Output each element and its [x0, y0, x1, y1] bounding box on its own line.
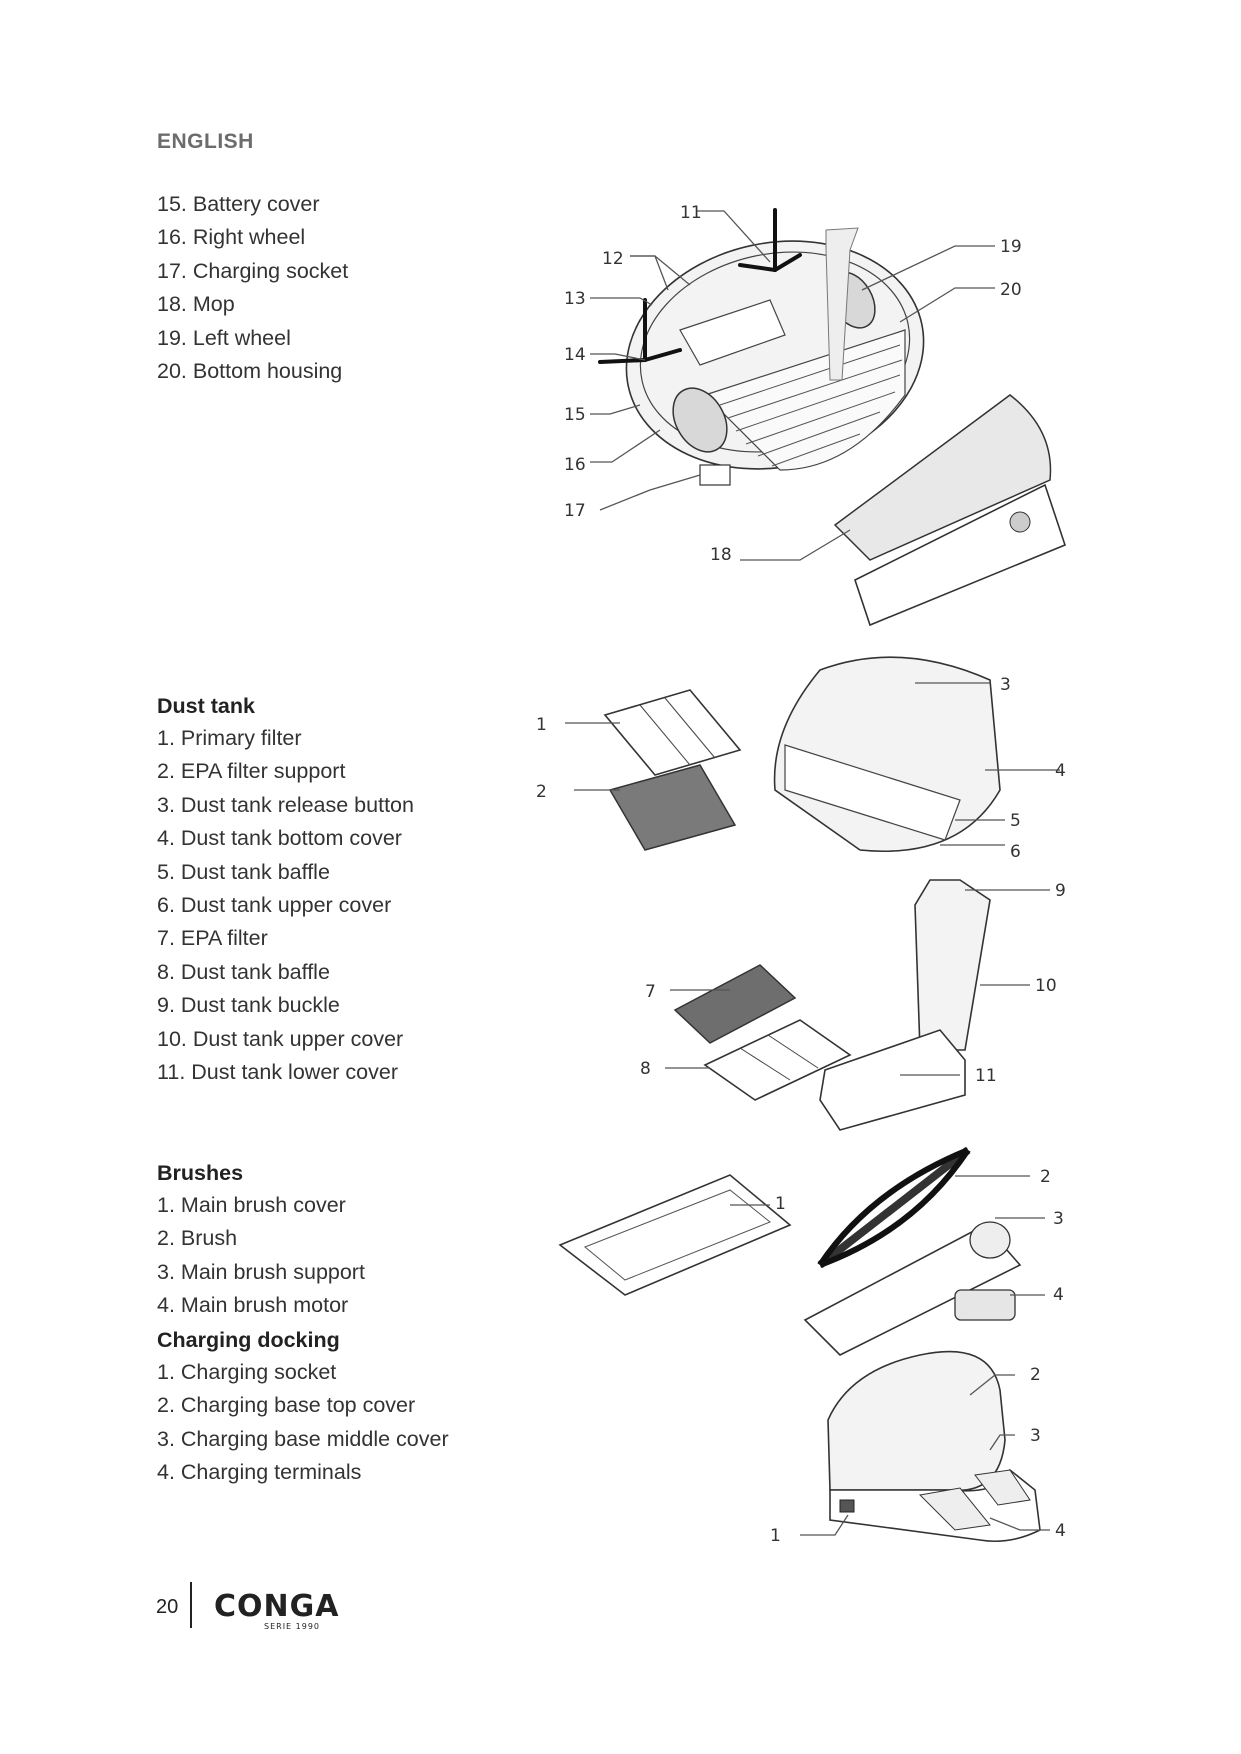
battery-cover-shape [679, 299, 786, 366]
callout-8: 8 [640, 1059, 651, 1079]
list-item: 11. Dust tank lower cover [157, 1059, 398, 1084]
list-item: 9. Dust tank buckle [157, 993, 340, 1018]
callout-2: 2 [536, 782, 547, 802]
callout-1: 1 [775, 1194, 786, 1214]
list-item: 19. Left wheel [157, 325, 291, 350]
list-item: 1. Primary filter [157, 726, 302, 750]
list-item: 4. Charging terminals [157, 1460, 362, 1485]
callout-4: 4 [1055, 761, 1066, 781]
list-item: 2. EPA filter support [157, 759, 346, 784]
callout-3: 3 [1030, 1426, 1041, 1446]
callout-9: 9 [1055, 881, 1066, 901]
page-number: 20 [156, 1596, 179, 1618]
list-item: 2. Brush [157, 1226, 238, 1251]
callout-3: 3 [1053, 1209, 1064, 1229]
upper-cover-shape [914, 879, 991, 1051]
list-item: 4. Main brush motor [157, 1293, 349, 1318]
callout-1: 1 [770, 1526, 781, 1546]
side-brush-shapes [598, 208, 802, 364]
primary-filter-shape [603, 689, 742, 776]
callout-18: 18 [710, 545, 732, 565]
list-item: 6. Dust tank upper cover [157, 892, 392, 917]
list-item: 17. Charging socket [157, 258, 349, 283]
footer-divider [190, 1582, 192, 1628]
robot-parts-list: 15. Battery cover 16. Right wheel 17. Ch… [157, 188, 348, 388]
list-item: 7. EPA filter [157, 926, 268, 951]
list-item: 16. Right wheel [157, 225, 306, 250]
callout-3: 3 [1000, 675, 1011, 695]
brushes-heading: Brushes [157, 1161, 244, 1185]
callout-14: 14 [564, 345, 586, 365]
brush-shape [817, 1146, 971, 1269]
list-item: 15. Battery cover [157, 192, 320, 216]
callout-6: 6 [1010, 842, 1021, 862]
callout-7: 7 [645, 982, 656, 1002]
robot-underside-diagram: 11 12 13 14 15 16 17 18 19 20 [564, 203, 1066, 627]
list-item: 8. Dust tank baffle [157, 959, 330, 984]
dust-tank-heading: Dust tank [157, 694, 255, 718]
charging-docking-list: 1. Charging socket 2. Charging base top … [157, 1356, 449, 1490]
callout-16: 16 [564, 455, 586, 475]
list-item: 20. Bottom housing [157, 358, 343, 383]
list-item: 1. Charging socket [157, 1360, 337, 1384]
list-item: 18. Mop [157, 292, 235, 317]
brushes-diagram: 1 2 3 4 [558, 1146, 1064, 1356]
epa-filter-support-shape [608, 764, 737, 851]
mop-shape [833, 394, 1052, 561]
callout-20: 20 [1000, 280, 1022, 300]
callout-15: 15 [564, 405, 586, 425]
list-item: 3. Charging base middle cover [157, 1426, 449, 1451]
brand-logo-text: CONGA [214, 1589, 339, 1624]
charging-base-top-cover-shape [827, 1350, 1006, 1492]
list-item: 4. Dust tank bottom cover [157, 826, 402, 851]
list-item: 5. Dust tank baffle [157, 859, 330, 884]
dust-tank-diagram: 1 2 3 4 5 6 7 8 9 10 11 [536, 656, 1066, 1131]
callout-19: 19 [1000, 237, 1022, 257]
epa-filter-shape [673, 964, 797, 1044]
brand-sub-text: SERIE 1990 [264, 1622, 320, 1631]
callout-1: 1 [536, 715, 547, 735]
callout-4: 4 [1053, 1285, 1064, 1305]
language-label: ENGLISH [157, 130, 254, 153]
list-item: 3. Main brush support [157, 1259, 365, 1284]
right-wheel-shape [672, 387, 728, 453]
list-item: 10. Dust tank upper cover [157, 1026, 404, 1051]
dust-tank-list: 1. Primary filter 2. EPA filter support … [157, 722, 414, 1089]
dust-area-hatching [703, 329, 906, 471]
list-item: 2. Charging base top cover [157, 1393, 416, 1418]
main-brush-motor-shape [954, 1289, 1016, 1321]
callout-17: 17 [564, 501, 586, 521]
callout-13: 13 [564, 289, 586, 309]
callout-5: 5 [1010, 811, 1021, 831]
conga-logo: CONGA SERIE 1990 [214, 1589, 339, 1631]
list-item: 1. Main brush cover [157, 1193, 346, 1217]
charging-socket-shape [839, 1499, 855, 1513]
callout-12: 12 [602, 249, 624, 269]
charging-docking-heading: Charging docking [157, 1328, 340, 1352]
callout-11: 11 [680, 203, 702, 223]
brushes-list: 1. Main brush cover 2. Brush 3. Main bru… [157, 1189, 365, 1323]
callout-4: 4 [1055, 1521, 1066, 1541]
callout-2: 2 [1030, 1365, 1041, 1385]
charging-dock-diagram: 2 3 4 1 [770, 1350, 1066, 1546]
callout-2: 2 [1040, 1167, 1051, 1187]
list-item: 3. Dust tank release button [157, 792, 414, 817]
callout-10: 10 [1035, 976, 1057, 996]
callout-11: 11 [975, 1066, 997, 1086]
main-brush-support-shape [803, 1223, 1022, 1356]
lower-cover-shape [819, 1029, 966, 1131]
